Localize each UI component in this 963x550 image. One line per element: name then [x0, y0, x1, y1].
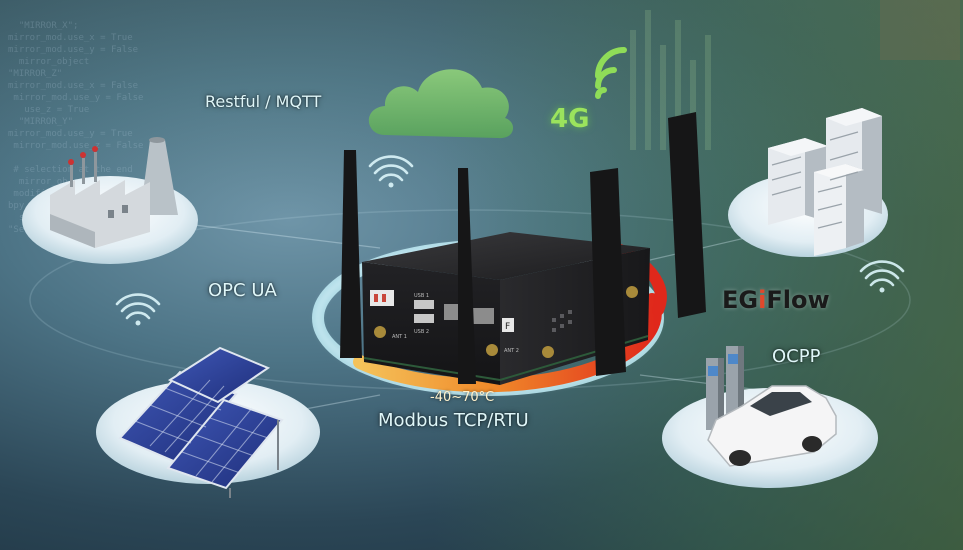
factory-node	[22, 137, 198, 264]
antenna	[340, 150, 386, 358]
svg-text:ANT 1: ANT 1	[392, 334, 407, 340]
usb-port	[414, 314, 434, 323]
f-port	[502, 318, 514, 332]
solar-node	[96, 346, 320, 498]
wifi-icon	[115, 293, 161, 326]
svg-text:USB 1: USB 1	[414, 293, 429, 299]
f-port-label: F	[505, 322, 510, 332]
antenna	[626, 112, 706, 318]
gateway-device: F USB 1 USB 2 ANT 1 ANT 2	[340, 112, 706, 385]
svg-text:USB 2: USB 2	[414, 329, 429, 335]
cloud-icon	[368, 69, 514, 139]
device-ring	[312, 240, 667, 396]
ev-charger-icon	[706, 346, 744, 430]
signal-icon	[595, 47, 627, 99]
ev-node	[662, 346, 878, 488]
solar-panel-icon	[118, 346, 284, 498]
opc-ua-label: OPC UA	[208, 280, 277, 301]
wifi-icon	[859, 260, 905, 293]
ethernet-port	[472, 308, 494, 324]
antenna	[542, 168, 626, 376]
temperature-range-label: -40~70°C	[430, 390, 495, 405]
server-icon	[768, 108, 882, 256]
wifi-icon	[368, 155, 414, 188]
egiflow-logo: EGiFlow	[722, 286, 830, 314]
network-4g-label: 4G	[550, 104, 590, 134]
restful-mqtt-label: Restful / MQTT	[205, 92, 322, 111]
antenna	[458, 168, 498, 384]
server-node	[728, 108, 888, 257]
connector-line	[299, 394, 381, 411]
modbus-label: Modbus TCP/RTU	[378, 410, 529, 431]
usb-port	[414, 300, 434, 309]
svg-text:ANT 2: ANT 2	[504, 348, 519, 354]
factory-icon	[50, 137, 178, 248]
background-bars	[630, 0, 960, 150]
ocpp-label: OCPP	[772, 346, 821, 367]
car-icon	[707, 385, 837, 467]
